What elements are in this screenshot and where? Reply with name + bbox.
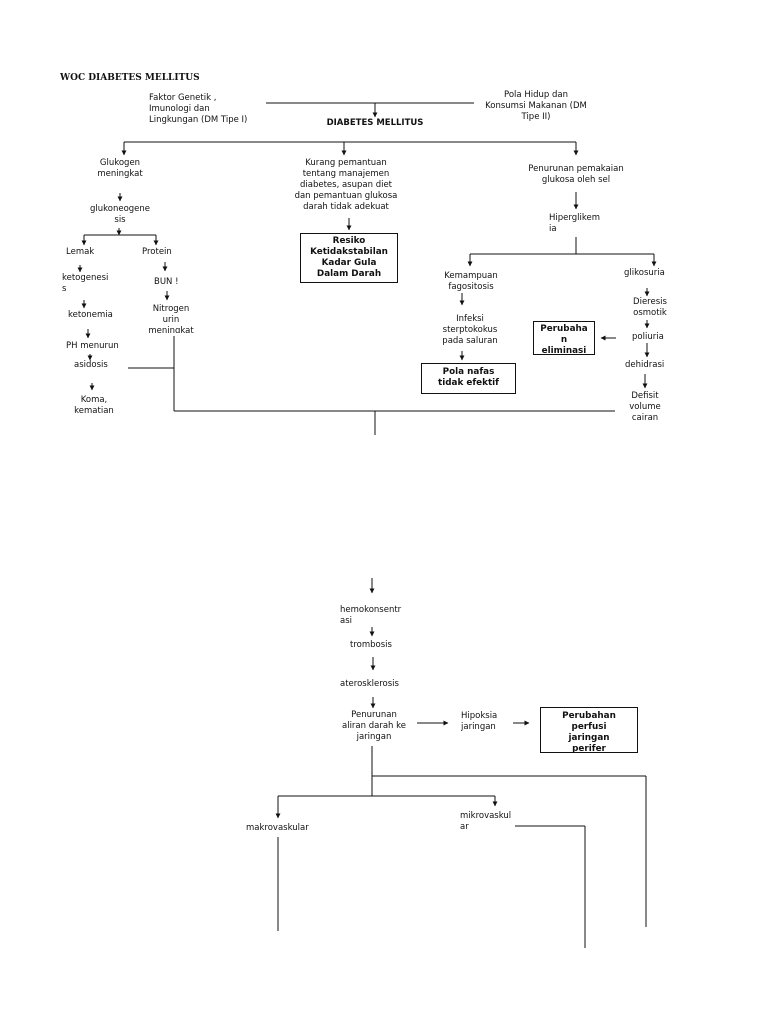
node-penurunan-pemakaian-glukosa: Penurunan pemakaian glukosa oleh sel [528,164,624,185]
node-nitrogen-urin: Nitrogen urin meningkat [148,304,194,333]
node-infeksi-sterptokokus: Infeksi sterptokokus pada saluran [442,314,498,346]
node-poliuria: poliuria [632,332,664,342]
node-lemak: Lemak [66,247,95,257]
node-asidosis: asidosis [74,360,108,370]
node-hiperglikemia: Hiperglikem ia [549,213,600,234]
node-diabetes-mellitus: DIABETES MELLITUS [326,118,424,128]
node-dehidrasi: dehidrasi [625,360,665,370]
node-bun: BUN ! [154,277,179,287]
node-defisit-volume-cairan: Defisit volume cairan [629,391,661,422]
node-faktor-genetik: Faktor Genetik , Imunologi dan Lingkunga… [149,93,248,125]
node-protein: Protein [142,247,172,257]
node-kurang-pemantauan: Kurang pemantuan tentang manajemen diabe… [294,158,398,212]
node-trombosis: trombosis [350,640,392,650]
node-ph-menurun: PH menurun [66,341,119,351]
node-penurunan-aliran-darah: Penurunan aliran darah ke jaringan [342,710,406,742]
node-koma-kematian: Koma, kematian [74,395,114,416]
node-kemampuan-fagositosis: Kemampuan fagositosis [444,271,498,292]
diagnosis-box-resiko-ketidakstabilan: Resiko Ketidakstabilan Kadar Gula Dalam … [300,233,398,283]
node-aterosklerosis: aterosklerosis [340,679,399,689]
diagnosis-box-perubahan-perfusi: Perubahan perfusi jaringan perifer [540,707,638,753]
node-glikosuria: glikosuria [624,268,665,278]
diagnosis-box-perubahan-eliminasi: Perubaha n eliminasi [533,321,595,355]
node-pola-hidup: Pola Hidup dan Konsumsi Makanan (DM Tipe… [485,90,587,122]
node-ketogenesis: ketogenesi s [62,273,109,294]
node-glukoneogenesis: glukoneogene sis [89,204,151,225]
node-dieresis-osmotik: Dieresis osmotik [633,297,667,318]
node-hipoksia-jaringan: Hipoksia jaringan [461,711,498,732]
page-title: WOC DIABETES MELLITUS [60,73,200,83]
node-glukogen-meningkat: Glukogen meningkat [97,158,143,179]
node-makrovaskular: makrovaskular [246,823,309,833]
node-mikrovaskular: mikrovaskul ar [460,811,512,832]
node-hemokonsentrasi: hemokonsentr asi [340,605,402,624]
diagnosis-box-pola-nafas: Pola nafas tidak efektif [421,363,516,394]
node-ketonemia: ketonemia [68,310,113,320]
